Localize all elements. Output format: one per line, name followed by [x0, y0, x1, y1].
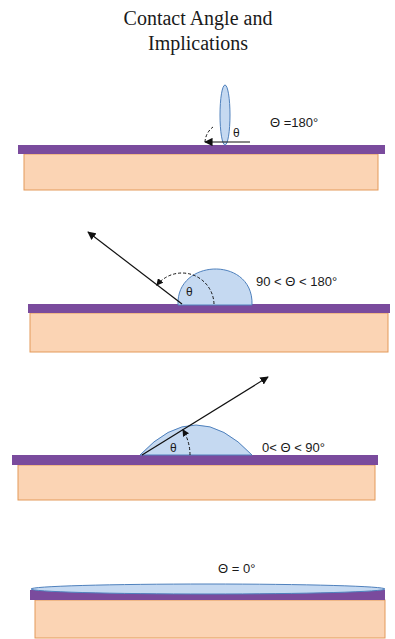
- angle-arc: [183, 430, 190, 455]
- substrate: [35, 600, 385, 638]
- angle-symbol: θ: [233, 127, 240, 139]
- droplet: [178, 269, 252, 305]
- substrate: [18, 465, 375, 500]
- angle-arrow: [88, 232, 182, 304]
- droplet: [220, 85, 230, 145]
- angle-arc: [157, 273, 214, 304]
- surface-layer: [18, 145, 385, 154]
- angle-value: Θ =180°: [270, 116, 318, 129]
- liquid-film: [31, 584, 385, 594]
- angle-arc: [205, 127, 213, 142]
- substrate: [24, 154, 378, 190]
- droplet: [140, 425, 252, 455]
- substrate: [30, 313, 388, 352]
- title: Contact Angle and Implications: [98, 6, 298, 56]
- angle-arrow: [142, 377, 268, 455]
- angle-symbol: θ: [170, 442, 177, 454]
- angle-arrow: [205, 141, 250, 142]
- surface-layer: [12, 455, 378, 465]
- angle-symbol: θ: [186, 286, 193, 298]
- angle-value: Θ = 0°: [218, 562, 255, 575]
- angle-range: 0< Θ < 90°: [262, 441, 325, 454]
- angle-range: 90 < Θ < 180°: [256, 275, 337, 288]
